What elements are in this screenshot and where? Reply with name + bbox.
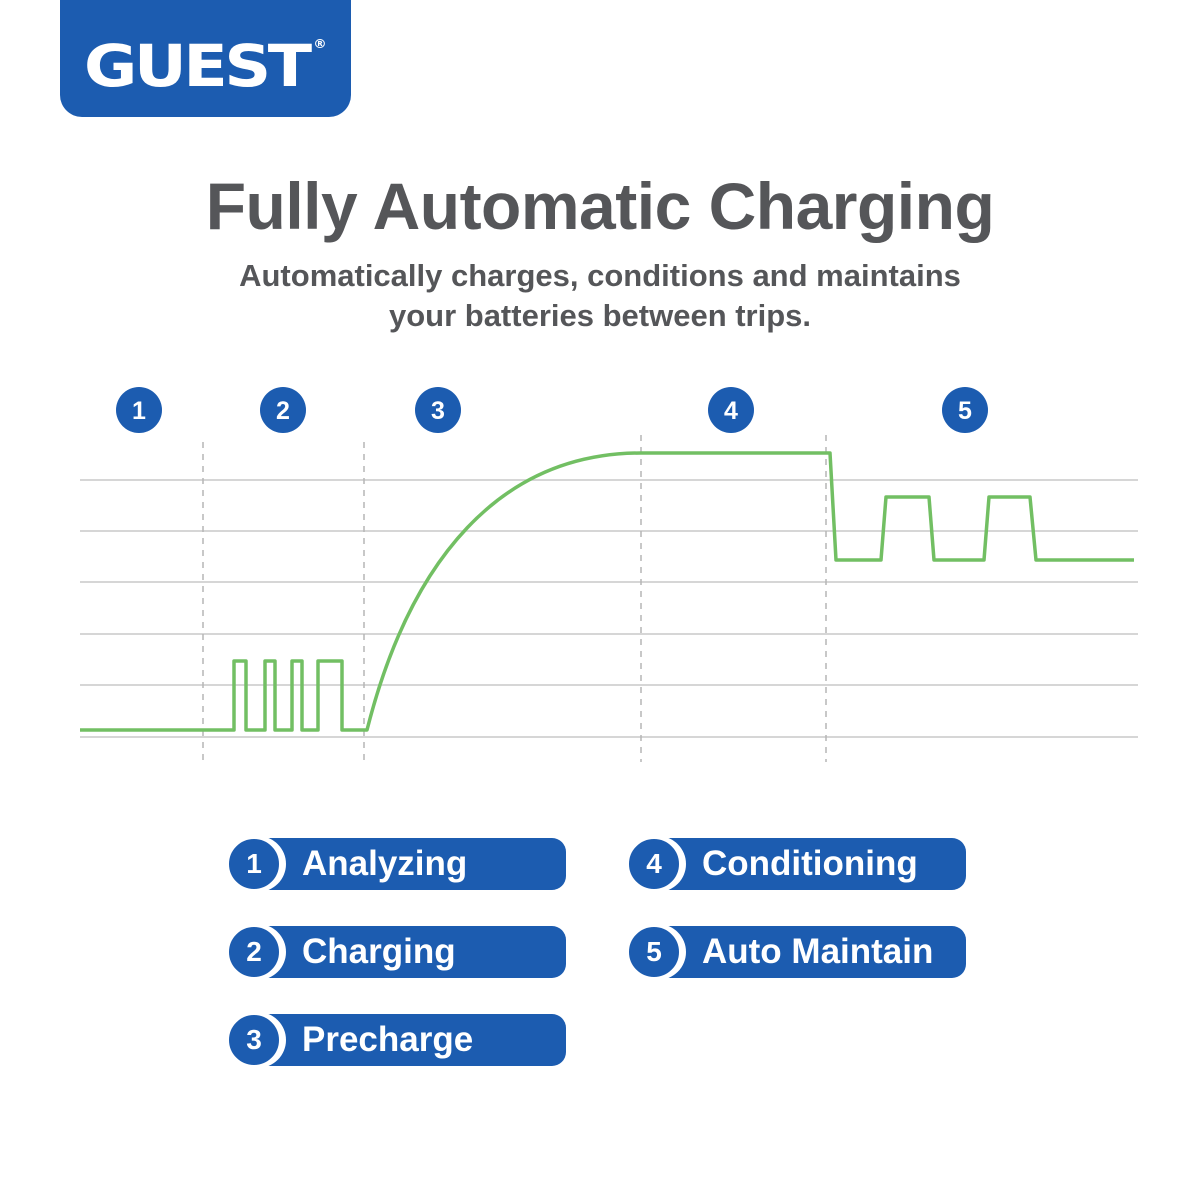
- stage-marker-4: 4: [708, 387, 754, 433]
- svg-text:3: 3: [431, 397, 445, 425]
- legend-bar: [650, 926, 966, 978]
- legend-bar: [250, 838, 566, 890]
- stage-marker-3: 3: [415, 387, 461, 433]
- svg-text:2: 2: [276, 397, 290, 425]
- stage-marker-2: 2: [260, 387, 306, 433]
- legend-number-badge: 4: [626, 836, 682, 892]
- brand-logo: GUEST®: [60, 0, 351, 117]
- legend-bar: [250, 926, 566, 978]
- legend-bar: [250, 1014, 566, 1066]
- legend-item-conditioning: 4 Conditioning: [626, 836, 966, 892]
- stage-marker-5: 5: [942, 387, 988, 433]
- svg-text:1: 1: [132, 397, 146, 425]
- page-title: Fully Automatic Charging: [205, 169, 995, 243]
- legend-label: Analyzing: [302, 844, 468, 883]
- legend-label: Precharge: [302, 1020, 474, 1059]
- legend-number-badge: 1: [226, 836, 282, 892]
- legend-item-auto-maintain: 5 Auto Maintain: [626, 924, 966, 980]
- legend-item-analyzing: 1 Analyzing: [226, 836, 566, 892]
- legend-number-badge: 3: [226, 1012, 282, 1068]
- legend-label: Conditioning: [702, 844, 918, 883]
- charging-stage-diagram: 1 2 3 4 5: [80, 387, 1138, 762]
- svg-text:4: 4: [724, 397, 738, 425]
- charging-curve: [80, 451, 1134, 732]
- legend-label: Auto Maintain: [702, 932, 934, 971]
- legend-number-badge: 5: [626, 924, 682, 980]
- grid-lines: [80, 479, 1138, 738]
- stage-marker-1: 1: [116, 387, 162, 433]
- legend-label: Charging: [302, 932, 456, 971]
- legend-item-charging: 2 Charging: [226, 924, 566, 980]
- legend-item-precharge: 3 Precharge: [226, 1012, 566, 1068]
- subtitle-line-1: Automatically charges, conditions and ma…: [239, 258, 961, 293]
- svg-text:5: 5: [958, 397, 972, 425]
- brand-logo-text: GUEST®: [84, 31, 327, 100]
- legend-number-badge: 2: [226, 924, 282, 980]
- legend-bar: [650, 838, 966, 890]
- subtitle-line-2: your batteries between trips.: [388, 298, 812, 333]
- page-subtitle: Automatically charges, conditions and ma…: [0, 256, 1200, 336]
- stage-dividers: [202, 435, 827, 762]
